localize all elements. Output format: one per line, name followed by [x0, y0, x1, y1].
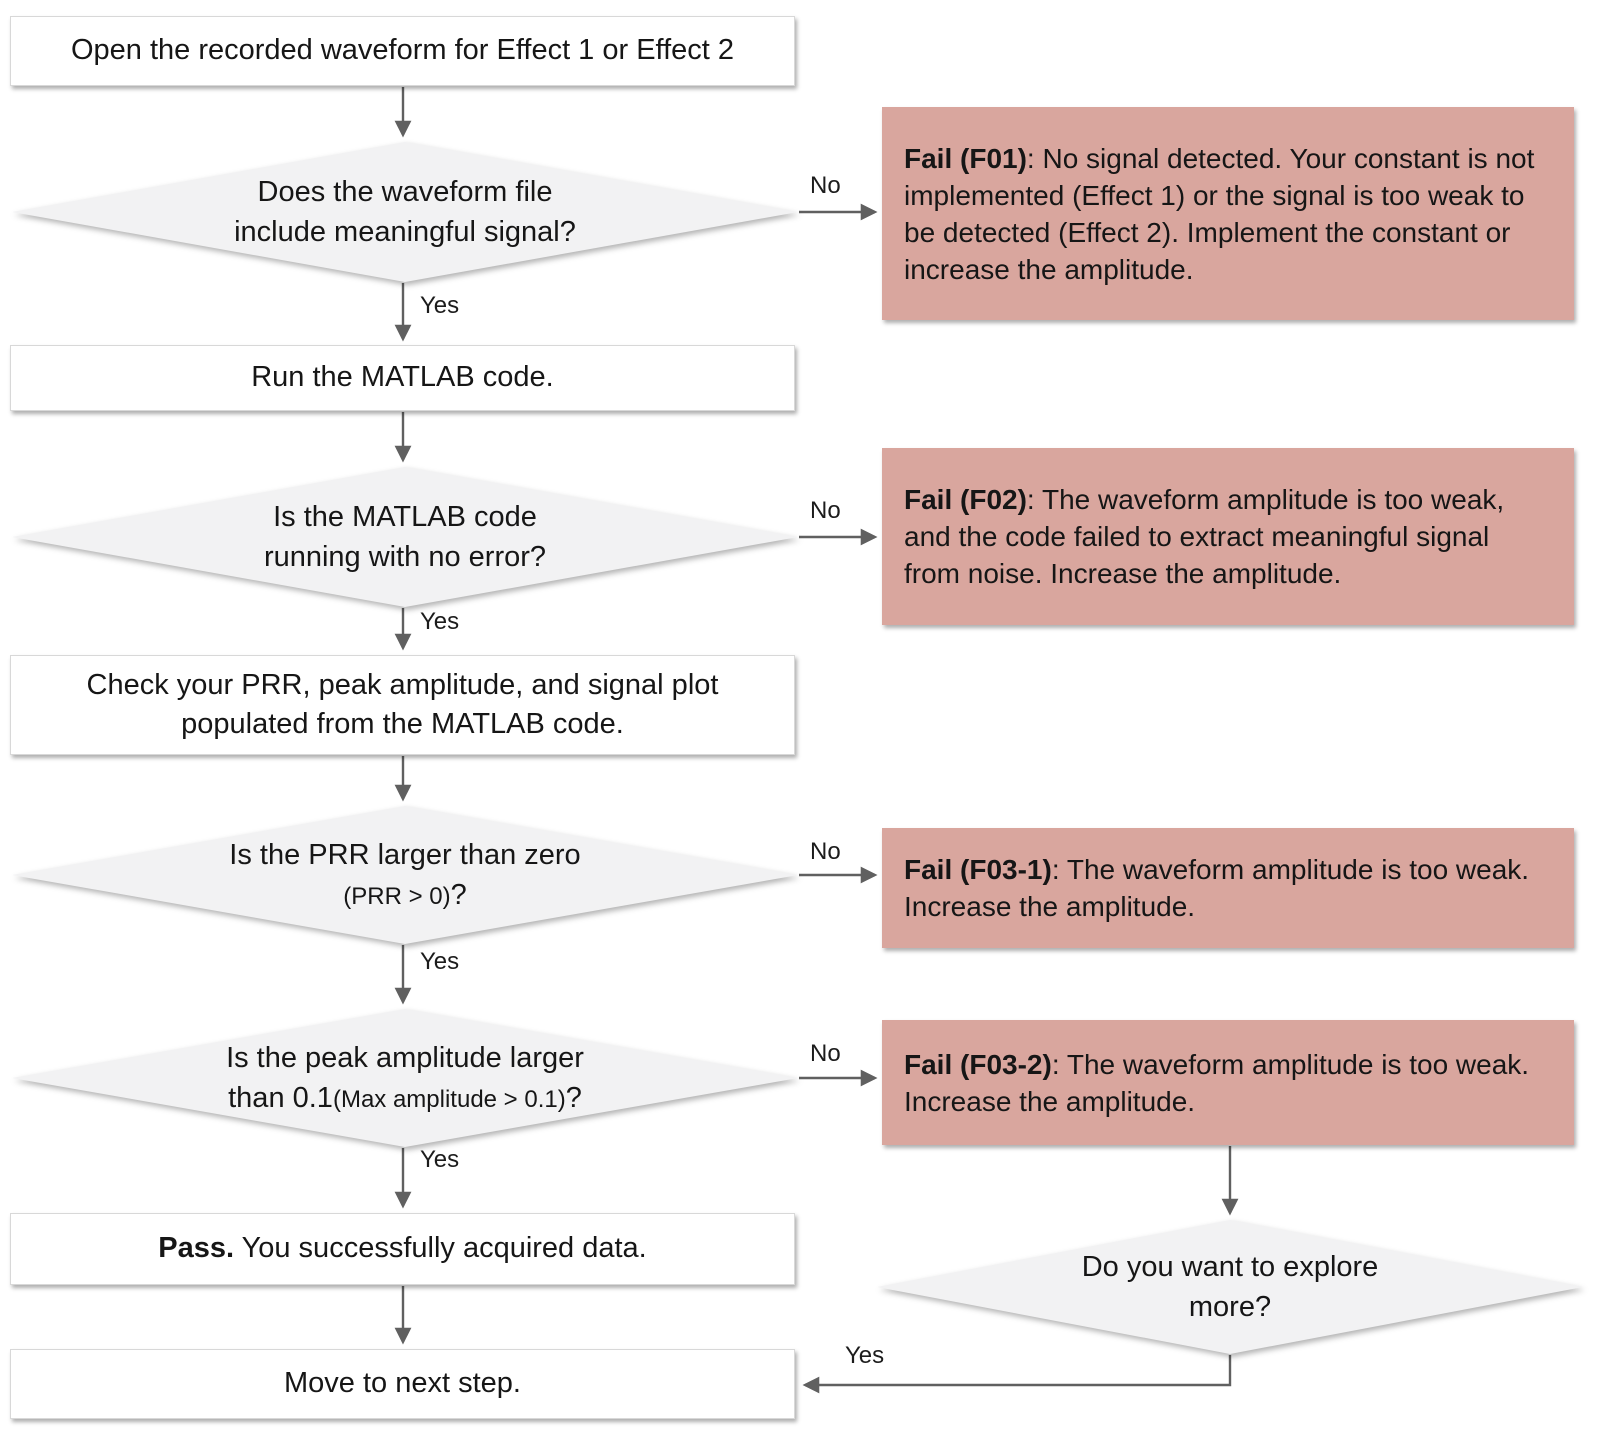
fail-f02-message: : The waveform amplitude is too weak, an… [904, 484, 1505, 589]
decision-prr-positive-line2: (PRR > 0)? [343, 875, 467, 915]
step-check-prr: Check your PRR, peak amplitude, and sign… [10, 655, 795, 755]
step-check-prr-label: Check your PRR, peak amplitude, and sign… [87, 666, 719, 744]
fail-f03-1-box: Fail (F03-1): The waveform amplitude is … [882, 828, 1574, 948]
edge-label-no-prr: No [810, 838, 841, 865]
decision-no-error-line2: running with no error? [263, 541, 547, 573]
amp-condition-text: (Max amplitude > 0.1) [332, 1086, 566, 1113]
prr-condition-text: (PRR > 0) [343, 883, 451, 910]
fail-f03-1-message: : The waveform amplitude is too weak. In… [904, 854, 1530, 922]
fail-f02-box: Fail (F02): The waveform amplitude is to… [882, 448, 1574, 625]
step-open-waveform-label: Open the recorded waveform for Effect 1 … [70, 34, 735, 67]
decision-explore-more-line2: more? [1188, 1291, 1272, 1323]
decision-peak-amplitude-line2: than 0.1(Max amplitude > 0.1)? [228, 1078, 582, 1118]
amp-question-mark: ? [565, 1082, 582, 1114]
decision-no-error-line1: Is the MATLAB code [273, 500, 537, 533]
step-check-prr-line1: Check your PRR, peak amplitude, and sign… [86, 668, 719, 701]
edge-label-yes-amp: Yes [420, 1146, 460, 1173]
fail-f01-code: Fail (F01) [904, 142, 1027, 174]
fail-f03-1-code: Fail (F03-1) [904, 854, 1052, 885]
pass-text: You successfully acquired data. [234, 1232, 647, 1265]
decision-explore-more-line1: Do you want to explore [1081, 1250, 1379, 1283]
fail-f03-2-box: Fail (F03-2): The waveform amplitude is … [882, 1020, 1574, 1145]
decision-prr-positive: Is the PRR larger than zero (PRR > 0)? [12, 806, 798, 944]
fail-f02-code: Fail (F02) [904, 484, 1027, 515]
decision-peak-amplitude: Is the peak amplitude larger than 0.1(Ma… [12, 1009, 798, 1147]
decision-meaningful-signal: Does the waveform file include meaningfu… [12, 142, 798, 282]
decision-prr-positive-line1: Is the PRR larger than zero [229, 838, 581, 871]
fail-f03-1-text: Fail (F03-1): The waveform amplitude is … [904, 851, 1552, 925]
edge-label-yes-signal: Yes [420, 292, 460, 319]
amp-threshold-text: than 0.1 [228, 1082, 333, 1114]
step-move-next-label: Move to next step. [284, 1367, 521, 1400]
edge-label-yes-prr: Yes [420, 948, 460, 975]
pass-keyword: Pass. [158, 1232, 235, 1265]
step-run-matlab: Run the MATLAB code. [10, 345, 795, 411]
edge-label-no-signal: No [810, 172, 841, 199]
edge-label-yes-error: Yes [420, 608, 460, 635]
edge-label-no-error: No [810, 497, 841, 524]
prr-question-mark: ? [450, 879, 467, 911]
decision-meaningful-signal-line2: include meaningful signal? [234, 216, 576, 248]
fail-f03-2-message: : The waveform amplitude is too weak. In… [904, 1048, 1530, 1117]
fail-f03-2-text: Fail (F03-2): The waveform amplitude is … [904, 1046, 1552, 1120]
step-run-matlab-label: Run the MATLAB code. [251, 361, 554, 394]
edge-label-no-amp: No [810, 1040, 841, 1067]
fail-f01-box: Fail (F01): No signal detected. Your con… [882, 107, 1574, 320]
step-move-next: Move to next step. [10, 1349, 795, 1419]
fail-f01-message: : No signal detected. Your constant is n… [904, 142, 1535, 285]
step-open-waveform: Open the recorded waveform for Effect 1 … [10, 16, 795, 86]
decision-peak-amplitude-line1: Is the peak amplitude larger [226, 1041, 584, 1074]
decision-meaningful-signal-line1: Does the waveform file [257, 175, 553, 208]
fail-f02-text: Fail (F02): The waveform amplitude is to… [904, 481, 1552, 592]
edge-label-yes-explore: Yes [845, 1342, 885, 1369]
decision-no-error: Is the MATLAB code running with no error… [12, 467, 798, 607]
step-check-prr-line2: populated from the MATLAB code. [181, 708, 624, 740]
fail-f01-text: Fail (F01): No signal detected. Your con… [904, 140, 1552, 288]
decision-explore-more: Do you want to explore more? [877, 1220, 1583, 1354]
fail-f03-2-code: Fail (F03-2) [904, 1048, 1052, 1080]
step-pass-label: Pass. You successfully acquired data. [158, 1229, 647, 1268]
step-pass: Pass. You successfully acquired data. [10, 1213, 795, 1285]
